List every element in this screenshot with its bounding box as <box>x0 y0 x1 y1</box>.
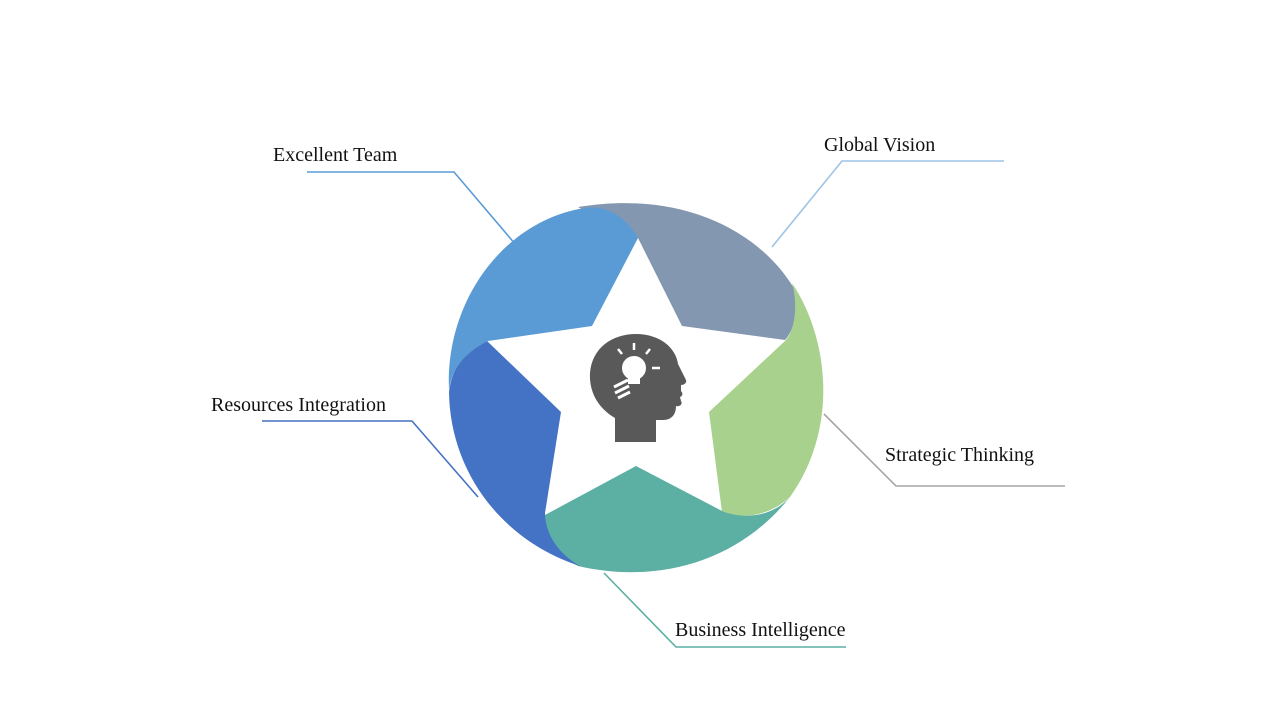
segment-resources-integration <box>449 341 580 566</box>
segment-ring <box>448 203 824 573</box>
segment-excellent-team <box>448 207 638 390</box>
leader-line-business-intelligence <box>603 572 846 648</box>
leader-line-global-vision <box>771 160 1004 248</box>
segment-strategic-thinking <box>709 283 824 516</box>
label-global-vision: Global Vision <box>824 134 935 156</box>
labels: Excellent Team Global Vision Strategic T… <box>211 134 1034 641</box>
leader-line-excellent-team <box>307 171 517 246</box>
lightbulb-icon <box>613 343 660 400</box>
label-strategic-thinking: Strategic Thinking <box>885 444 1034 466</box>
leader-line-strategic-thinking <box>823 413 1065 487</box>
segment-global-vision <box>578 203 797 340</box>
segment-business-intelligence <box>545 466 790 573</box>
label-resources-integration: Resources Integration <box>211 394 386 416</box>
leader-lines <box>262 160 1065 648</box>
label-business-intelligence: Business Intelligence <box>675 619 846 641</box>
head-lightbulb-icon <box>589 334 687 442</box>
head-silhouette-icon <box>589 334 687 442</box>
leader-line-resources-integration <box>262 420 479 498</box>
label-excellent-team: Excellent Team <box>273 144 398 166</box>
